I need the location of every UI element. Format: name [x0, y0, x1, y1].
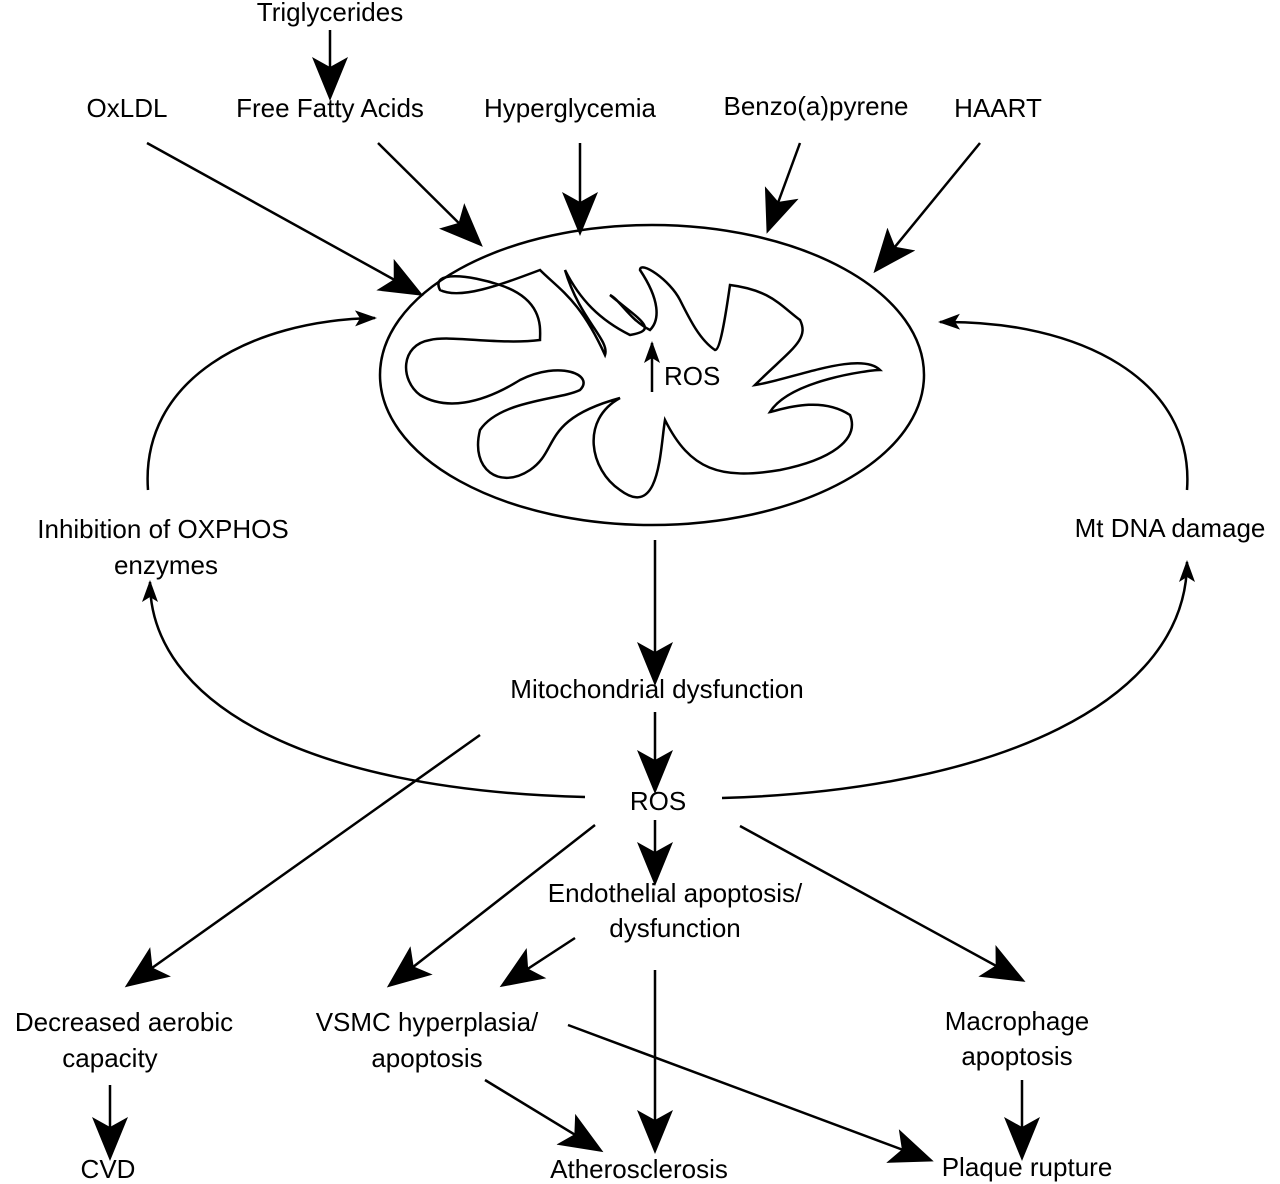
arc-mtdna-to-mito	[938, 313, 1189, 491]
oxldl-label: OxLDL	[87, 93, 168, 123]
arrow-dysfunction-to-decreased	[124, 733, 481, 988]
arrow-ros-to-vsmc	[386, 824, 596, 988]
decreased-label-line2: capacity	[62, 1043, 157, 1073]
vsmc-label-line2: apoptosis	[371, 1043, 482, 1073]
inhibition-label-line2: enzymes	[114, 550, 218, 580]
arc-ros-to-inhibition	[142, 580, 586, 799]
haart-label: HAART	[954, 93, 1042, 123]
decreased-label-line1: Decreased aerobic	[15, 1007, 233, 1037]
triglycerides-label: Triglycerides	[257, 0, 403, 27]
endothelial-label-line1: Endothelial apoptosis/	[548, 878, 803, 908]
hyperglycemia-label: Hyperglycemia	[484, 93, 656, 123]
arrow-vsmc-to-plaque	[567, 1023, 934, 1163]
arrow-endothelial-to-vsmc	[499, 936, 576, 988]
arrow-vsmc-to-atherosclerosis	[484, 1078, 604, 1153]
ros-label: ROS	[630, 786, 686, 816]
arc-ros-to-mtdna	[721, 560, 1195, 800]
mitochondrion-outer-membrane	[378, 223, 926, 527]
ros-inner-label: ROS	[664, 361, 720, 391]
mito-dysfunction-label: Mitochondrial dysfunction	[510, 674, 803, 704]
arc-inhibition-to-mito	[146, 310, 377, 491]
arrow-ffa	[377, 142, 483, 247]
vsmc-label-line1: VSMC hyperplasia/	[316, 1007, 539, 1037]
arrow-ros-to-macrophage	[739, 824, 1026, 982]
endothelial-label-line2: dysfunction	[609, 913, 741, 943]
ffa-label: Free Fatty Acids	[236, 93, 424, 123]
inhibition-label-line1: Inhibition of OXPHOS	[37, 514, 288, 544]
mtdna-label: Mt DNA damage	[1075, 513, 1266, 543]
arrow-haart	[873, 142, 981, 274]
atherosclerosis-label: Atherosclerosis	[550, 1154, 728, 1184]
arrow-oxldl	[146, 141, 424, 296]
mitochondrion-cristae	[404, 266, 884, 499]
cvd-label: CVD	[81, 1154, 136, 1184]
plaque-rupture-label: Plaque rupture	[942, 1152, 1113, 1182]
macrophage-label-line2: apoptosis	[961, 1041, 1072, 1071]
benzo-label: Benzo(a)pyrene	[724, 91, 909, 121]
arrow-benzo	[764, 142, 802, 234]
macrophage-label-line1: Macrophage	[945, 1006, 1090, 1036]
